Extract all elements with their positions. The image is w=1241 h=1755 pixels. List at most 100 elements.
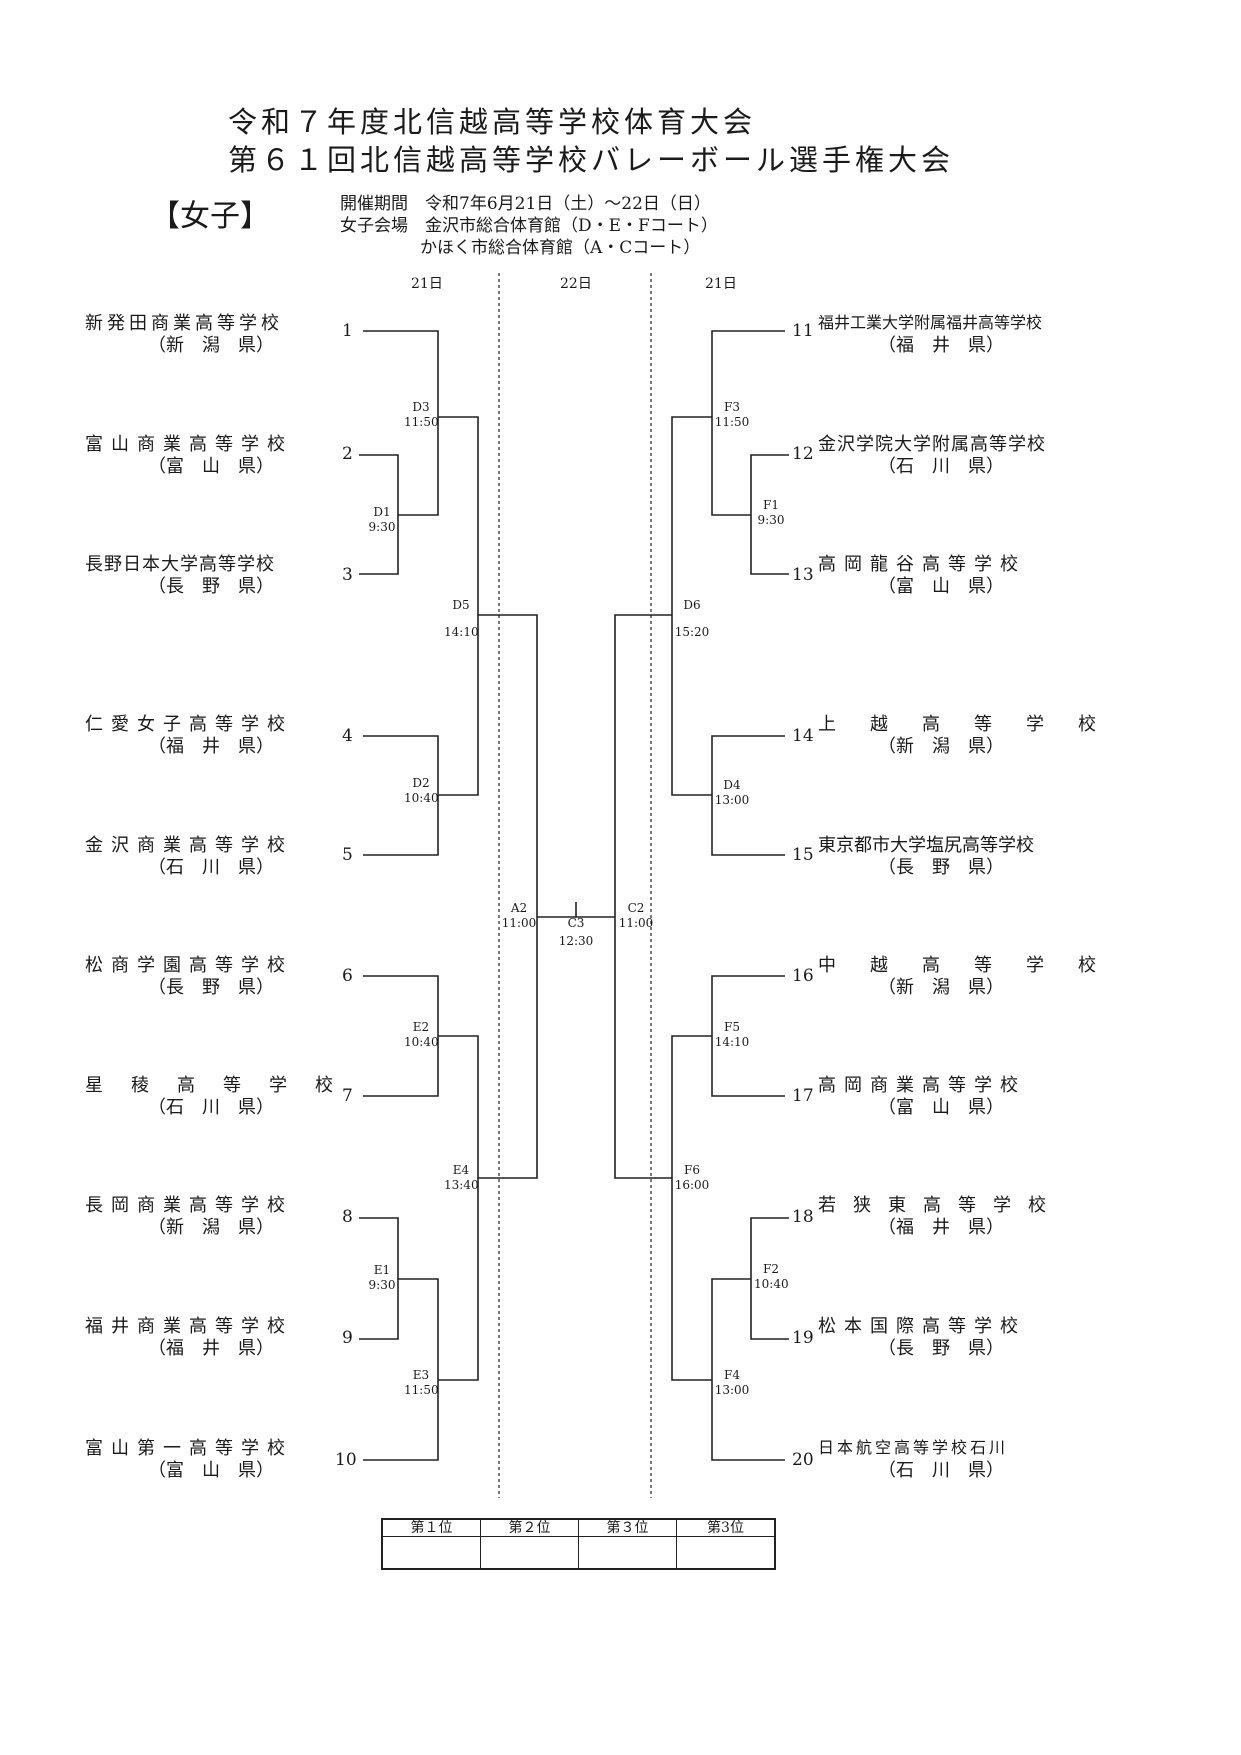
seed-number: 3	[342, 565, 353, 585]
match-code: D2	[412, 776, 430, 790]
team-pref: （石 川 県）	[878, 1460, 1004, 1481]
result-cell-3: 第３位	[579, 1520, 677, 1568]
match-time: 14:10	[714, 1035, 750, 1049]
match-time: 13:40	[444, 1178, 479, 1192]
match-label: D2 10:40	[404, 776, 439, 806]
match-code: E4	[452, 1163, 470, 1177]
day-label-center: 22日	[560, 276, 592, 292]
seed-number: 2	[342, 444, 353, 464]
match-time: 14:10	[444, 625, 479, 639]
result-value[interactable]	[579, 1537, 676, 1568]
seed-number: 6	[342, 966, 353, 986]
team-pref: （石 川 県）	[148, 1097, 274, 1118]
team-pref: （新 潟 県）	[878, 977, 1004, 998]
seed-number: 10	[335, 1450, 357, 1470]
match-label: C2 11:00	[617, 901, 655, 931]
team-name: 金沢商業高等学校	[85, 835, 293, 856]
team-name: 東京都市大学塩尻高等学校	[818, 835, 1034, 856]
venue-text-2: かほく市総合体育館（A・Cコート）	[420, 238, 701, 258]
match-time: 11:50	[404, 1383, 439, 1397]
team-pref: （石 川 県）	[878, 456, 1004, 477]
results-table: 第１位 第２位 第３位 第3位	[381, 1518, 776, 1570]
team-name: 若狭東高等学校	[818, 1195, 1063, 1216]
team-name: 富山商業高等学校	[85, 434, 293, 455]
match-label: D4 13:00	[714, 778, 750, 808]
seed-number: 14	[792, 726, 814, 746]
seed-number: 5	[342, 845, 353, 865]
match-code: F3	[724, 400, 740, 414]
team-pref: （富 山 県）	[878, 1097, 1004, 1118]
seed-number: 15	[792, 845, 814, 865]
match-code: D1	[373, 505, 391, 519]
match-time: 12:30	[558, 934, 594, 948]
match-label: A2 11:00	[500, 901, 538, 931]
team-name: 長岡商業高等学校	[85, 1195, 293, 1216]
team-pref: （福 井 県）	[878, 335, 1004, 356]
match-label: D5 14:10	[444, 598, 479, 640]
match-code: E2	[412, 1020, 430, 1034]
match-label: F4 13:00	[714, 1368, 750, 1398]
match-code: F1	[763, 498, 779, 512]
match-code: D3	[412, 400, 430, 414]
team-name: 松本国際高等学校	[818, 1316, 1026, 1337]
title-line-2: 第６１回北信越高等学校バレーボール選手権大会	[228, 143, 955, 177]
team-pref: （富 山 県）	[148, 1460, 274, 1481]
match-label: D1 9:30	[366, 505, 398, 535]
team-pref: （長 野 県）	[148, 977, 274, 998]
team-pref: （福 井 県）	[148, 736, 274, 757]
result-header: 第３位	[579, 1520, 676, 1537]
result-header: 第２位	[481, 1520, 578, 1537]
team-pref: （石 川 県）	[148, 857, 274, 878]
match-time: 10:40	[754, 1277, 789, 1291]
seed-number: 17	[792, 1086, 814, 1106]
result-value[interactable]	[677, 1537, 774, 1568]
team-name: 福井工業大学附属福井高等学校	[818, 313, 1043, 332]
seed-number: 9	[342, 1328, 353, 1348]
seed-number: 16	[792, 966, 814, 986]
category-label: 【女子】	[150, 199, 270, 234]
seed-number: 8	[342, 1207, 353, 1227]
team-name: 日本航空高等学校石川	[818, 1438, 1009, 1457]
match-label: E1 9:30	[366, 1263, 398, 1293]
team-pref: （長 野 県）	[878, 1338, 1004, 1359]
team-name: 金沢学院大学附属高等学校	[818, 434, 1046, 455]
match-label: F6 16:00	[674, 1163, 710, 1193]
match-time: 13:00	[714, 1383, 750, 1397]
seed-number: 11	[792, 321, 814, 341]
match-time: 10:40	[404, 791, 439, 805]
seed-number: 1	[342, 321, 353, 341]
match-code: D4	[723, 778, 741, 792]
team-name: 高岡龍谷高等学校	[818, 554, 1026, 575]
team-pref: （福 井 県）	[148, 1338, 274, 1359]
match-code: A2	[510, 901, 528, 915]
match-code: D5	[452, 598, 470, 612]
result-value[interactable]	[481, 1537, 578, 1568]
match-label: F1 9:30	[754, 498, 788, 528]
match-time: 15:20	[674, 625, 710, 639]
team-pref: （新 潟 県）	[878, 736, 1004, 757]
day-label-left: 21日	[411, 276, 443, 292]
match-code: D6	[683, 598, 701, 612]
title-line-1: 令和７年度北信越高等学校体育大会	[228, 105, 757, 139]
team-name: 富山第一高等学校	[85, 1438, 293, 1459]
team-pref: （長 野 県）	[148, 576, 274, 597]
match-time: 16:00	[674, 1178, 710, 1192]
result-cell-1: 第１位	[383, 1520, 481, 1568]
match-code: F2	[763, 1262, 779, 1276]
seed-number: 19	[792, 1328, 814, 1348]
match-label: F2 10:40	[754, 1262, 789, 1292]
venue-text-1: 女子会場 金沢市総合体育館（D・E・Fコート）	[340, 216, 718, 236]
result-value[interactable]	[383, 1537, 480, 1568]
match-time: 9:30	[368, 1278, 396, 1292]
match-time: 10:40	[404, 1035, 439, 1049]
match-code: F6	[684, 1163, 700, 1177]
match-code: F4	[724, 1368, 740, 1382]
team-name: 松商学園高等学校	[85, 955, 293, 976]
result-cell-2: 第２位	[481, 1520, 579, 1568]
match-code: C3	[567, 916, 585, 930]
team-pref: （富 山 県）	[878, 576, 1004, 597]
match-time: 9:30	[757, 513, 785, 527]
match-label: D6 15:20	[674, 598, 710, 640]
match-label: F5 14:10	[714, 1020, 750, 1050]
